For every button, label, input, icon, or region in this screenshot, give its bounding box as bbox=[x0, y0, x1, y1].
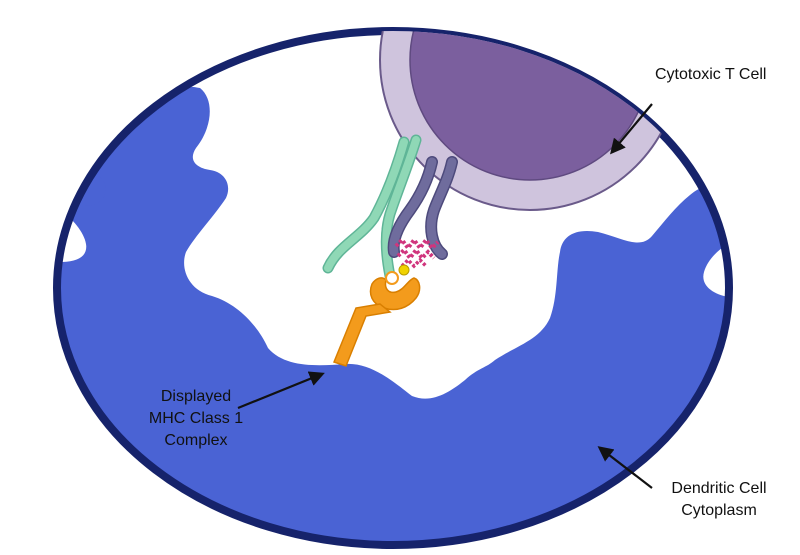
label-cytoplasm-line-1: Dendritic Cell bbox=[671, 480, 767, 497]
t-cell-receptor-alpha bbox=[322, 134, 422, 282]
arrow-to-cytoplasm bbox=[597, 446, 653, 489]
label-cytotoxic-t-cell-text: Cytotoxic T Cell bbox=[655, 66, 767, 83]
arrow-to-mhc bbox=[237, 371, 325, 410]
label-cytoplasm-line-2: Cytoplasm bbox=[681, 502, 757, 519]
label-mhc-line-2: MHC Class 1 bbox=[148, 410, 244, 427]
peptide-core bbox=[398, 264, 410, 276]
label-mhc-line-3: Complex bbox=[164, 432, 228, 449]
antigen-peptide bbox=[394, 236, 440, 276]
cytotoxic-t-cell bbox=[379, 31, 681, 211]
label-mhc-line-1: Displayed bbox=[160, 388, 232, 405]
mhc-class-1-complex bbox=[333, 271, 421, 367]
label-dendritic-cell-cytoplasm: Dendritic Cell Cytoplasm bbox=[655, 478, 783, 522]
arrow-to-t-cell bbox=[610, 103, 653, 155]
label-mhc-class-1-complex: Displayed MHC Class 1 Complex bbox=[148, 386, 244, 452]
label-cytotoxic-t-cell: Cytotoxic T Cell bbox=[655, 64, 766, 86]
